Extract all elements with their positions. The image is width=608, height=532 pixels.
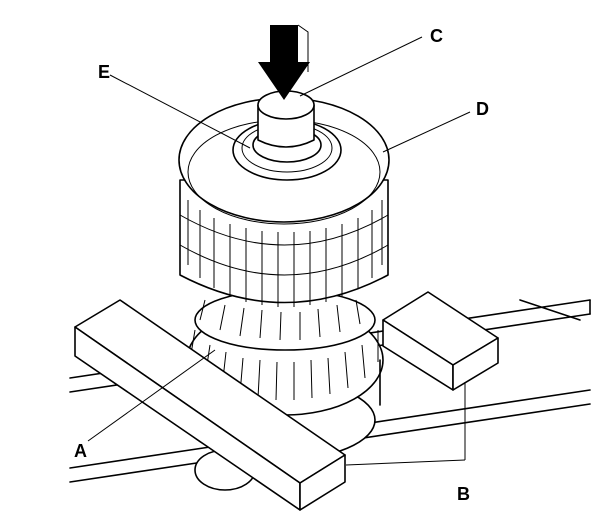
support-block-left <box>74 299 346 511</box>
leader-lines <box>87 36 471 466</box>
press-attachment <box>257 90 315 148</box>
callout-d: D <box>476 99 489 119</box>
callout-a: A <box>74 441 87 461</box>
callout-b: B <box>457 484 470 504</box>
callout-c: C <box>430 26 443 46</box>
support-block-right <box>382 291 499 391</box>
down-arrow-icon <box>258 24 310 100</box>
callout-e: E <box>98 62 110 82</box>
